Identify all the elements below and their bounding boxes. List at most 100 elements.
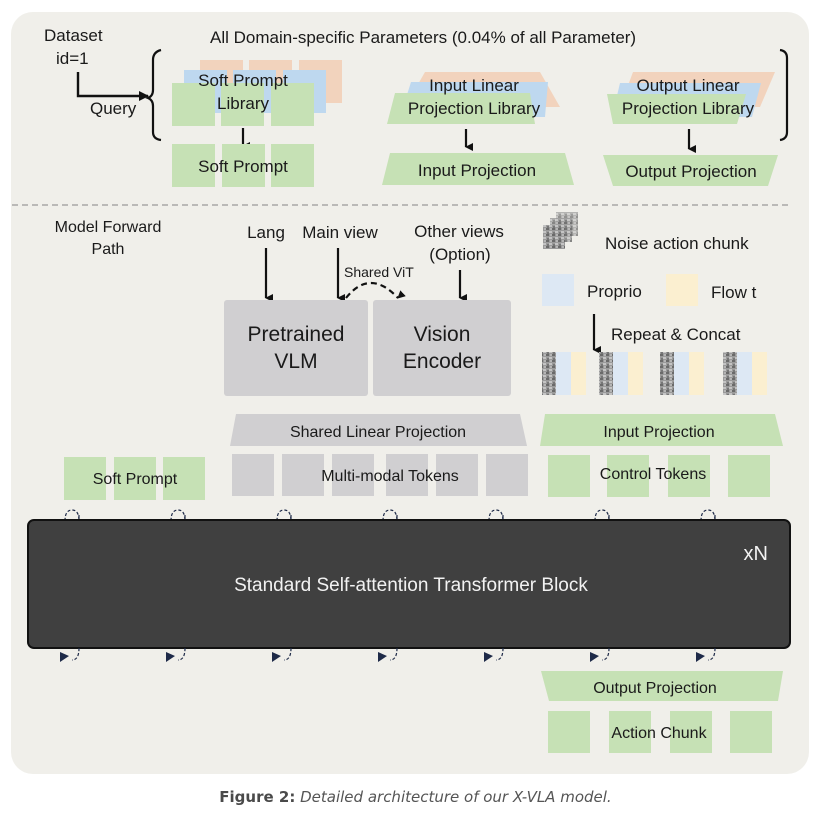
soft-prompt-top-label: Soft Prompt (198, 157, 288, 176)
pretrained-vlm-line2: VLM (274, 350, 317, 373)
output-arrowhead-icon (696, 652, 705, 662)
output-linear-projection-library: Output Linear Projection Library (607, 72, 775, 124)
other-views-label-line1: Other views (414, 222, 504, 241)
output-connector-icon (495, 647, 504, 661)
flow-strip (752, 352, 767, 395)
caption-label: Figure 2: (219, 788, 296, 806)
vision-encoder-line2: Encoder (403, 350, 481, 373)
shared-vit-label: Shared ViT (344, 264, 414, 280)
residual-connector-icon (700, 509, 716, 522)
residual-connector-icon (488, 509, 504, 522)
shared-vit-arrow (345, 282, 406, 299)
main-view-label: Main view (302, 223, 378, 242)
lang-label: Lang (247, 223, 285, 242)
soft-prompt-tokens-label: Soft Prompt (93, 471, 178, 488)
input-linear-projection-library: Input Linear Projection Library (387, 72, 560, 124)
proprio-strip (674, 352, 689, 395)
residual-connector-icon (64, 509, 80, 522)
forward-path-label-line1: Model Forward (55, 219, 162, 236)
action-chunk-label: Action Chunk (611, 725, 707, 742)
output-arrowhead-icon (272, 652, 281, 662)
soft-prompt-tokens: Soft Prompt (64, 457, 205, 500)
output-connector-icon (71, 647, 80, 661)
residual-connector-icon (382, 509, 398, 522)
transformer-block: Standard Self-attention Transformer Bloc… (27, 519, 791, 649)
output-arrowhead-icon (484, 652, 493, 662)
vision-encoder-line1: Vision (414, 323, 471, 346)
proprio-label: Proprio (587, 282, 642, 301)
right-bracket (779, 48, 789, 142)
noise-strip (542, 352, 556, 395)
dataset-label: Dataset (44, 26, 103, 45)
flow-t-label: Flow t (711, 283, 757, 302)
noise-strip (660, 352, 674, 395)
output-projection-forward-label: Output Projection (593, 680, 717, 697)
repeat-n-label: xN (744, 543, 768, 565)
output-projection-top-label: Output Projection (625, 162, 756, 181)
soft-prompt-library: Soft Prompt Library (172, 60, 342, 126)
output-connector-icon (707, 647, 716, 661)
proprio-strip (613, 352, 628, 395)
forward-path-label-line2: Path (92, 241, 125, 258)
concat-token-group (660, 352, 704, 395)
output-connectors (60, 647, 716, 662)
figure-caption: Figure 2: Detailed architecture of our X… (0, 788, 831, 806)
soft-prompt-library-line1: Soft Prompt (198, 71, 288, 90)
concatenated-tokens (542, 352, 767, 395)
other-views-label-line2: (Option) (429, 245, 490, 264)
input-projection-forward-label: Input Projection (603, 424, 714, 441)
left-brace (145, 48, 162, 142)
vision-encoder-block: Vision Encoder (373, 300, 511, 396)
caption-text: Detailed architecture of our X-VLA model… (300, 788, 612, 806)
domain-params-heading: All Domain-specific Parameters (0.04% of… (210, 28, 636, 47)
pretrained-vlm-block: Pretrained VLM (224, 300, 368, 396)
output-projection-top: Output Projection (603, 155, 778, 186)
flow-strip (571, 352, 586, 395)
output-connector-icon (283, 647, 292, 661)
concat-token-group (542, 352, 586, 395)
shared-linear-projection: Shared Linear Projection (230, 414, 527, 446)
output-connector-icon (601, 647, 610, 661)
repeat-concat-label: Repeat & Concat (611, 325, 741, 344)
output-projection-forward: Output Projection (541, 671, 783, 701)
proprio-swatch (542, 274, 574, 306)
output-connector-icon (389, 647, 398, 661)
query-label: Query (90, 99, 137, 118)
input-projection-forward: Input Projection (540, 414, 783, 446)
proprio-strip (737, 352, 752, 395)
proprio-strip (556, 352, 571, 395)
dataset-id: id=1 (56, 49, 89, 68)
input-linear-library-line2: Projection Library (408, 99, 541, 118)
concat-token-group (723, 352, 767, 395)
residual-connector-icon (170, 509, 186, 522)
residual-connector-icon (594, 509, 610, 522)
noise-strip (723, 352, 737, 395)
multimodal-tokens: Multi-modal Tokens (232, 454, 528, 496)
flow-strip (689, 352, 704, 395)
soft-prompt-library-line2: Library (217, 94, 269, 113)
output-connector-icon (177, 647, 186, 661)
output-arrowhead-icon (60, 652, 69, 662)
soft-prompt-top: Soft Prompt (172, 144, 314, 187)
transformer-block-label: Standard Self-attention Transformer Bloc… (234, 575, 588, 596)
output-linear-library-line2: Projection Library (622, 99, 755, 118)
input-projection-top: Input Projection (382, 153, 574, 185)
control-tokens-label: Control Tokens (600, 466, 706, 483)
noise-strip (599, 352, 613, 395)
pretrained-vlm-line1: Pretrained (248, 323, 345, 346)
output-arrowhead-icon (166, 652, 175, 662)
input-linear-library-line1: Input Linear (429, 76, 519, 95)
action-chunk-tokens: Action Chunk (548, 711, 772, 753)
flow-strip (628, 352, 643, 395)
noise-action-chunk-icon (543, 212, 578, 249)
concat-token-group (599, 352, 643, 395)
flow-t-swatch (666, 274, 698, 306)
residual-connector-icon (276, 509, 292, 522)
input-projection-top-label: Input Projection (418, 161, 536, 180)
output-arrowhead-icon (590, 652, 599, 662)
query-arrow (76, 72, 149, 101)
multimodal-tokens-label: Multi-modal Tokens (321, 468, 459, 485)
noise-action-chunk-label: Noise action chunk (605, 234, 749, 253)
control-tokens: Control Tokens (548, 455, 770, 497)
